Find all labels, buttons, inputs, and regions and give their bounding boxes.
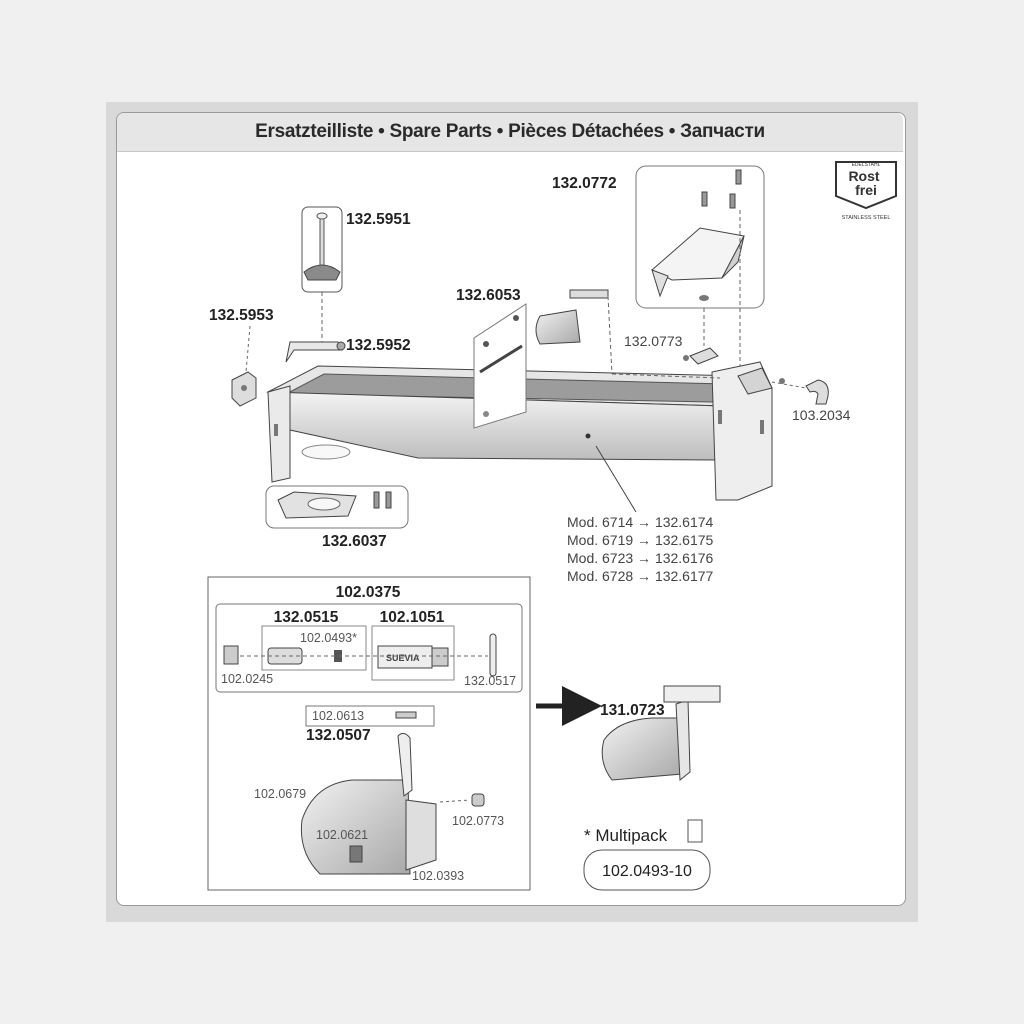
part-132-5953-group: 132.5953 <box>209 307 274 407</box>
label-102-0679: 102.0679 <box>254 787 306 801</box>
label-132-6053: 132.6053 <box>456 287 521 304</box>
label-102-0613: 102.0613 <box>312 709 364 723</box>
label-103-2034: 103.2034 <box>792 407 851 423</box>
multipack-code: 102.0493-10 <box>602 863 692 880</box>
model-item: Mod. 6719 → 132.6175 <box>567 532 714 548</box>
part-132-5951-group: 132.5951 <box>301 206 411 293</box>
multipack-label: * Multipack <box>584 826 668 845</box>
part-132-6037-group: 132.6037 <box>265 485 409 550</box>
model-item: Mod. 6728 → 132.6177 <box>567 568 714 584</box>
box-icon <box>687 819 703 843</box>
label-132-0517: 132.0517 <box>464 674 516 688</box>
page-title: Ersatzteilliste • Spare Parts • Pièces D… <box>117 113 903 152</box>
part-132-6053-group: 132.6053 <box>456 287 527 429</box>
valve-brand-label: SUEVIA <box>386 653 420 663</box>
part-132-0772-group: 132.0772 <box>552 165 765 366</box>
rostfrei-logo: EDELSTAHL Rost frei STAINLESS STEEL <box>835 161 897 221</box>
part-132-0773-group: 132.0773 <box>624 333 719 365</box>
valve-assembly-box: 102.0375 132.0515 102.1051 102.0493* SUE… <box>207 576 531 891</box>
label-132-5952: 132.5952 <box>346 337 411 354</box>
label-132-5951: 132.5951 <box>346 211 411 228</box>
logo-line2: frei <box>855 182 877 198</box>
label-132-0507: 132.0507 <box>306 727 371 744</box>
label-132-0773: 132.0773 <box>624 333 683 349</box>
model-list: Mod. 6714 → 132.6174 Mod. 6719 → 132.617… <box>567 514 714 584</box>
model-item: Mod. 6714 → 132.6174 <box>567 514 714 530</box>
label-102-1051: 102.1051 <box>380 609 445 626</box>
label-132-0772: 132.0772 <box>552 175 617 192</box>
small-bowl-upper <box>535 289 721 379</box>
part-131-0723-group: 131.0723 <box>600 685 721 781</box>
label-102-0245: 102.0245 <box>221 672 273 686</box>
label-102-0773: 102.0773 <box>452 814 504 828</box>
part-103-2034-group: 103.2034 <box>771 378 851 423</box>
model-item: Mod. 6723 → 132.6176 <box>567 550 714 566</box>
logo-top-text: EDELSTAHL <box>852 162 881 168</box>
label-102-0375: 102.0375 <box>336 584 401 601</box>
label-131-0723: 131.0723 <box>600 702 665 719</box>
label-132-5953: 132.5953 <box>209 307 274 324</box>
multipack-group: * Multipack 102.0493-10 <box>583 819 711 891</box>
part-132-5952-group: 132.5952 <box>285 337 411 363</box>
label-102-0493: 102.0493* <box>300 631 357 645</box>
label-132-6037: 132.6037 <box>322 533 387 550</box>
label-102-0621: 102.0621 <box>316 828 368 842</box>
logo-line1: Rost <box>848 168 879 184</box>
logo-bottom-text: STAINLESS STEEL <box>842 215 891 221</box>
model-leader-line <box>595 445 637 513</box>
label-102-0393: 102.0393 <box>412 869 464 883</box>
label-132-0515: 132.0515 <box>274 609 339 626</box>
